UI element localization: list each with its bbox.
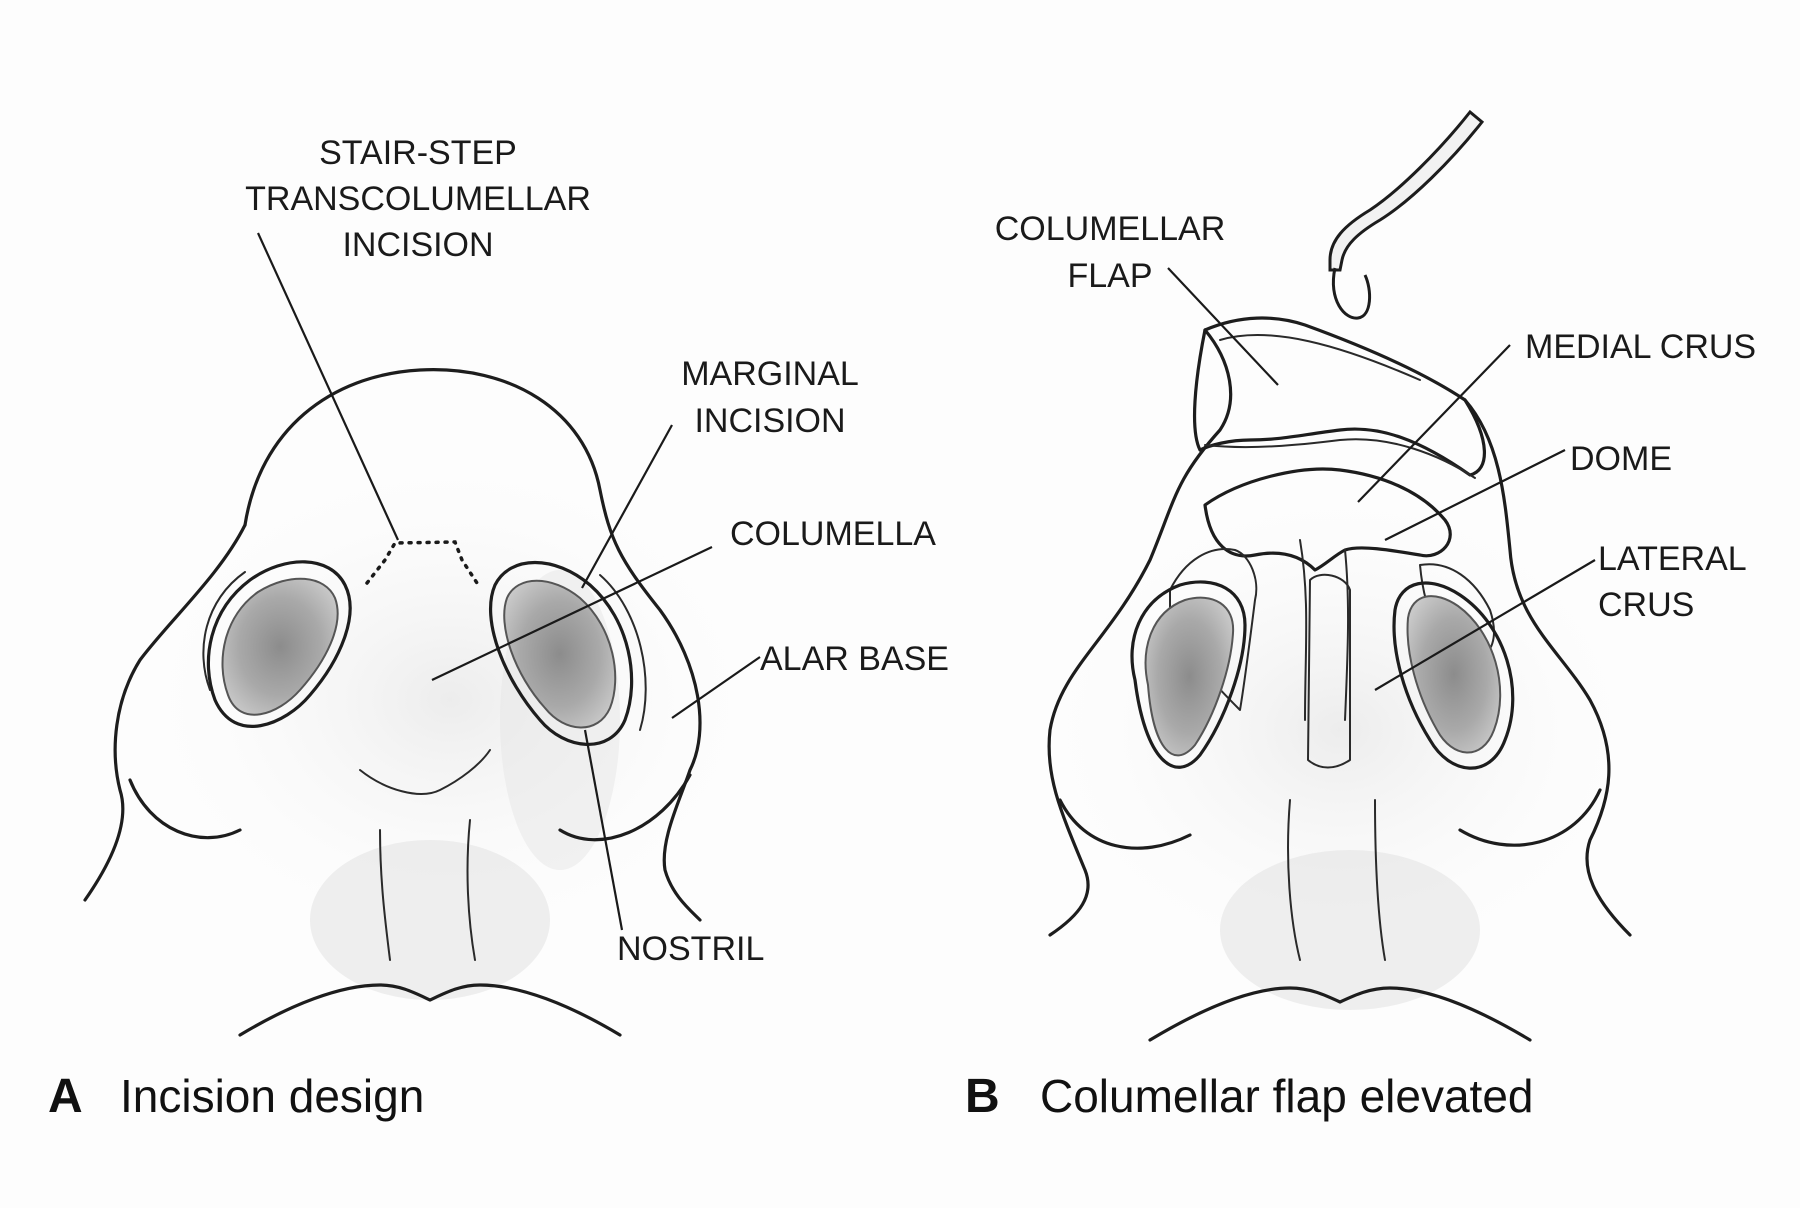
- upper-lip-a: [238, 983, 622, 1037]
- label-flap-2: FLAP: [1067, 257, 1152, 295]
- label-marginal-1: MARGINAL: [681, 355, 859, 393]
- label-flap-1: COLUMELLAR: [995, 210, 1226, 248]
- panel-a-caption: Incision design: [120, 1070, 424, 1122]
- label-stair-step-1: STAIR-STEP: [319, 134, 517, 172]
- nose-outline-b: [1047, 328, 1233, 937]
- left-nostril-b: [1130, 580, 1247, 769]
- panel-a: STAIR-STEP TRANSCOLUMELLAR INCISION MARG…: [48, 134, 949, 1123]
- label-alar-base: ALAR BASE: [760, 640, 949, 678]
- retractor-hook: [1328, 109, 1485, 272]
- label-stair-step-3: INCISION: [342, 226, 493, 264]
- label-medial-crus: MEDIAL CRUS: [1525, 328, 1756, 366]
- panel-b-letter: B: [965, 1070, 1000, 1123]
- label-nostril: NOSTRIL: [617, 930, 764, 968]
- nose-tip-outline-a: [243, 368, 702, 922]
- dome-cartilage: [1203, 467, 1452, 572]
- panel-b: COLUMELLAR FLAP MEDIAL CRUS DOME LATERAL…: [965, 109, 1756, 1123]
- upper-lip-b: [1148, 986, 1532, 1042]
- label-lateral-1: LATERAL: [1598, 540, 1747, 578]
- left-nostril-a: [206, 560, 352, 728]
- columellar-flap: [1192, 316, 1486, 477]
- left-ala-outline-a: [83, 523, 247, 902]
- label-columella: COLUMELLA: [730, 515, 936, 553]
- label-lateral-2: CRUS: [1598, 586, 1694, 624]
- panel-b-caption: Columellar flap elevated: [1040, 1070, 1534, 1122]
- label-stair-step-2: TRANSCOLUMELLAR: [245, 180, 591, 218]
- right-nostril-a: [489, 560, 634, 746]
- panel-a-letter: A: [48, 1070, 83, 1123]
- label-dome: DOME: [1570, 440, 1672, 478]
- label-marginal-2: INCISION: [694, 402, 845, 440]
- right-nostril-b: [1392, 581, 1515, 770]
